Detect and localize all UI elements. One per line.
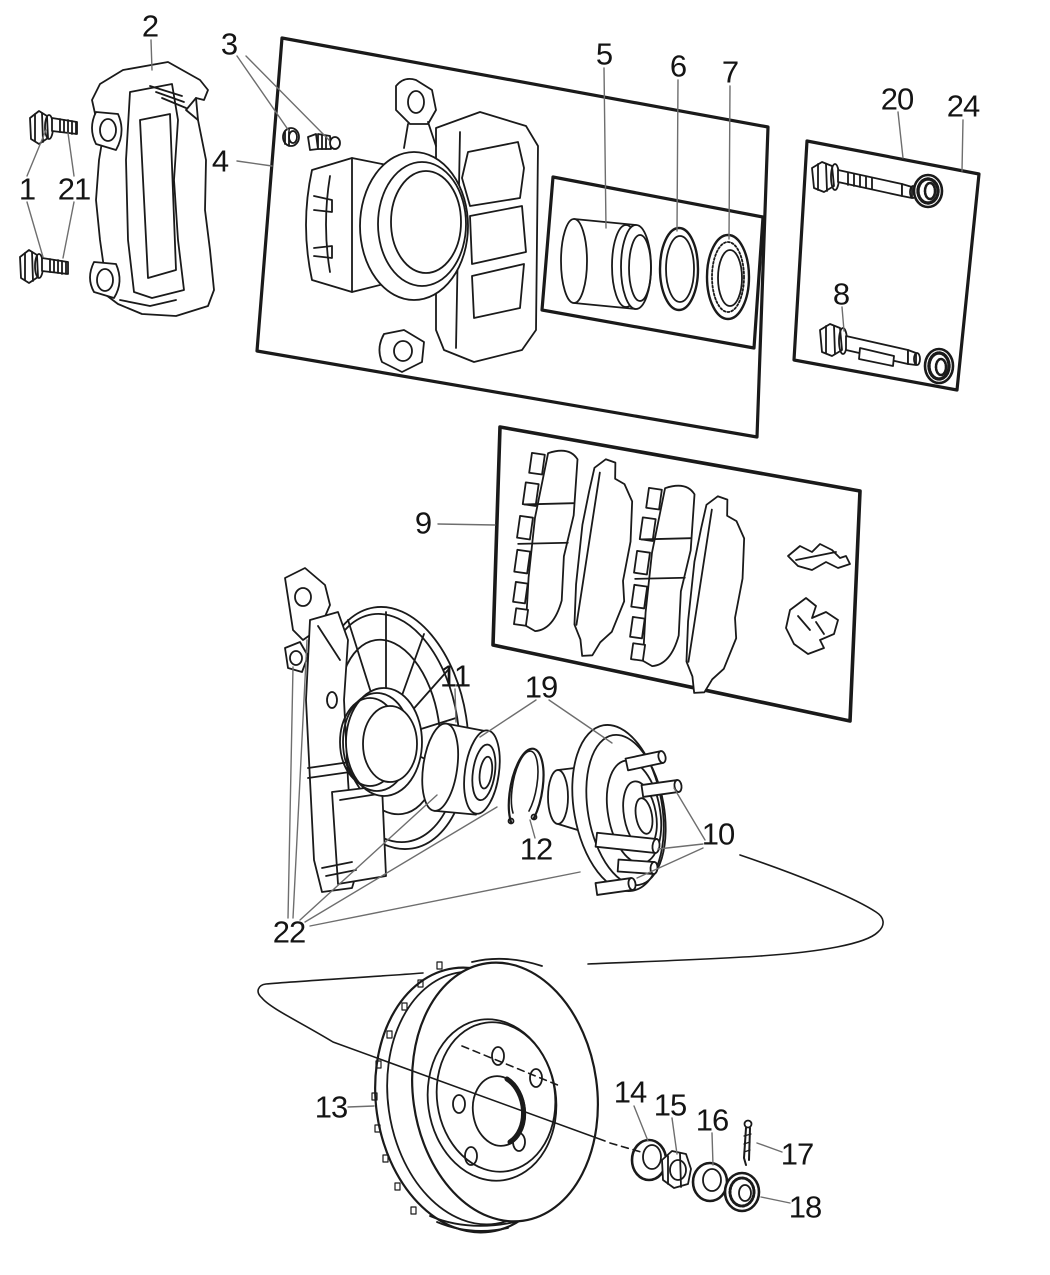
wheel-bearing <box>421 722 501 816</box>
adapter-bolt-upper <box>29 110 78 145</box>
callout-8[interactable]: 8 <box>832 276 850 312</box>
bleeder-cap <box>282 127 300 147</box>
leader-lines <box>26 39 964 1204</box>
guide-pin-upper <box>811 161 917 199</box>
guide-pin-lower <box>819 323 921 367</box>
spindle-nut <box>661 1150 692 1189</box>
guide-pin-bushing-lower <box>923 347 955 385</box>
piston-kit-box <box>540 175 765 350</box>
adapter-upper-hole <box>99 118 117 142</box>
callout-15[interactable]: 15 <box>653 1087 687 1123</box>
callout-7[interactable]: 7 <box>721 54 739 90</box>
brake-pad-box <box>491 425 862 723</box>
callout-13[interactable]: 13 <box>314 1089 348 1125</box>
assembly-reference-lines <box>257 854 884 1153</box>
callout-12[interactable]: 12 <box>519 831 553 867</box>
spindle-retainer-washer <box>691 1161 729 1203</box>
callout-4[interactable]: 4 <box>211 143 229 179</box>
callout-3[interactable]: 3 <box>220 26 238 62</box>
guide-pin-box <box>792 139 981 392</box>
callout-11[interactable]: 11 <box>439 658 471 694</box>
callout-24[interactable]: 24 <box>946 88 980 124</box>
caliper-bottom-ear-hole <box>393 340 413 362</box>
rotor-lug-holes <box>452 1046 543 1166</box>
adapter-bolt-lower <box>19 249 69 284</box>
piston-dust-boot <box>705 233 751 321</box>
nut-lock-cap <box>723 1171 761 1213</box>
guide-pin-bushing-upper <box>912 173 944 209</box>
callout-16[interactable]: 16 <box>695 1102 729 1138</box>
caliper-top-ear-hole <box>407 90 425 114</box>
spindle-washer <box>630 1138 668 1182</box>
wheel-hub <box>547 724 683 896</box>
callout-1[interactable]: 1 <box>18 171 36 207</box>
caliper-piston <box>560 218 652 310</box>
caliper-adapter-bracket <box>89 61 215 317</box>
callout-2[interactable]: 2 <box>141 8 159 44</box>
callout-21[interactable]: 21 <box>57 171 91 207</box>
callout-14[interactable]: 14 <box>613 1074 647 1110</box>
caliper-box <box>255 36 770 439</box>
adapter-lower-hole <box>96 268 114 292</box>
brake-pad-set <box>512 449 746 694</box>
callout-10[interactable]: 10 <box>701 816 735 852</box>
callout-18[interactable]: 18 <box>788 1189 822 1225</box>
snap-ring <box>507 747 545 825</box>
brake-rotor <box>371 957 599 1234</box>
callout-22[interactable]: 22 <box>272 914 306 950</box>
piston-seal <box>658 226 700 312</box>
callout-5[interactable]: 5 <box>595 36 613 72</box>
knuckle-arm-hole <box>294 587 312 607</box>
callout-9[interactable]: 9 <box>414 505 432 541</box>
cotter-pin <box>743 1119 753 1166</box>
wheel-studs <box>594 750 683 896</box>
callout-6[interactable]: 6 <box>669 48 687 84</box>
rotor-vents <box>371 961 443 1215</box>
callout-19[interactable]: 19 <box>524 669 558 705</box>
callout-20[interactable]: 20 <box>880 81 914 117</box>
brake-caliper <box>305 77 539 373</box>
pad-retainer-clips <box>785 543 851 655</box>
bleeder-screw <box>307 133 341 151</box>
callout-17[interactable]: 17 <box>780 1136 814 1172</box>
